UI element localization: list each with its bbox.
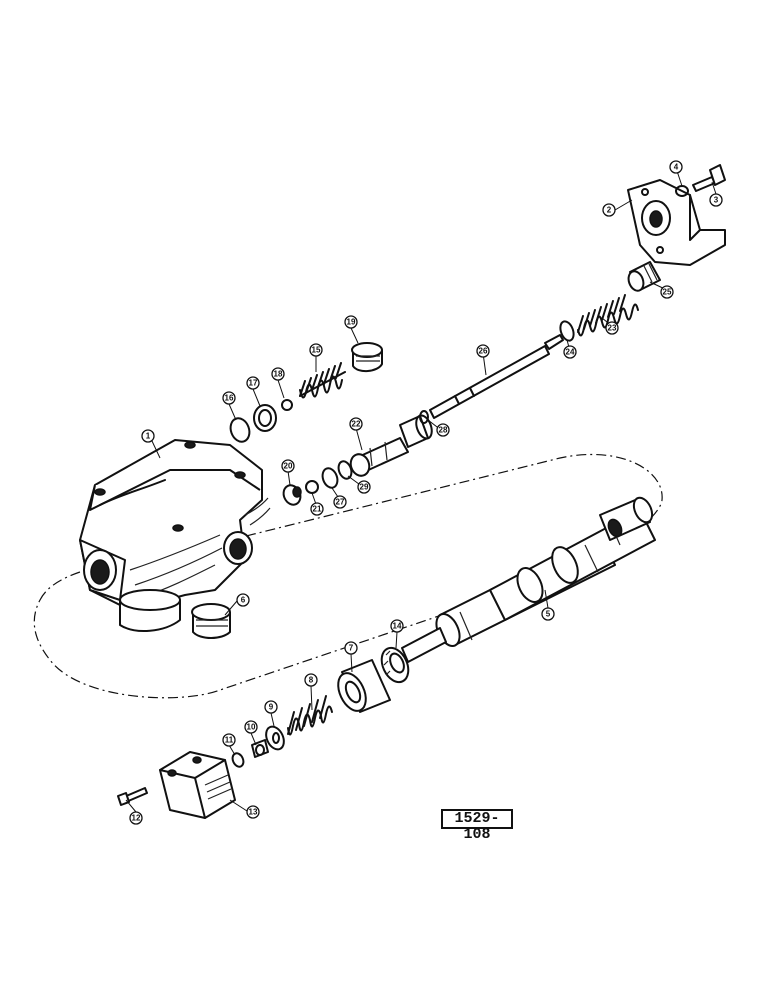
callout-2: 2 [602,203,616,217]
spring-15 [299,362,346,399]
svg-text:23: 23 [608,324,617,333]
callout-10: 10 [244,720,258,734]
callout-18: 18 [271,367,285,381]
svg-text:1: 1 [146,432,151,441]
bracket-2 [627,179,726,266]
figure-reference-number: 1529-108 [441,809,513,843]
svg-text:4: 4 [674,163,679,172]
end-cap-13 [159,751,236,819]
spring-23 [577,294,639,337]
svg-text:14: 14 [393,622,402,631]
fitting-25 [627,261,661,292]
callout-15: 15 [309,343,323,357]
callout-5: 5 [541,607,555,621]
sleeve-22 [349,414,433,477]
collar-7 [337,659,391,713]
callout-27: 27 [333,495,347,509]
svg-text:11: 11 [225,736,234,745]
callout-24: 24 [563,345,577,359]
svg-text:10: 10 [247,723,256,732]
rod-26 [429,334,564,419]
ring-24 [559,320,575,342]
svg-text:3: 3 [714,196,719,205]
svg-text:29: 29 [360,483,369,492]
svg-text:24: 24 [566,348,575,357]
ring-11 [231,752,245,768]
callout-28: 28 [436,423,450,437]
svg-text:15: 15 [312,346,321,355]
callout-3: 3 [709,193,723,207]
svg-text:5: 5 [546,610,551,619]
svg-text:2: 2 [607,206,612,215]
plug-6 [191,603,231,639]
svg-text:18: 18 [274,370,283,379]
seat-17 [253,404,277,432]
svg-text:26: 26 [479,347,488,356]
svg-text:28: 28 [439,426,448,435]
washer-9 [265,725,285,751]
ball-21 [305,480,319,494]
svg-text:21: 21 [313,505,322,514]
svg-text:20: 20 [284,462,293,471]
svg-text:22: 22 [352,420,361,429]
svg-text:12: 12 [132,814,141,823]
callout-16: 16 [222,391,236,405]
svg-text:13: 13 [249,808,258,817]
svg-text:6: 6 [241,596,246,605]
callout-1: 1 [141,429,155,443]
cap-19 [351,342,383,372]
svg-text:7: 7 [349,644,354,653]
ball-18 [281,399,293,411]
svg-text:19: 19 [347,318,356,327]
bolt-3 [692,164,726,192]
spool-5 [401,496,656,663]
svg-text:8: 8 [309,676,314,685]
callout-26: 26 [476,344,490,358]
callout-9: 9 [264,700,278,714]
svg-text:16: 16 [225,394,234,403]
callout-13: 13 [246,805,260,819]
ring-20 [282,484,302,506]
callout-7: 7 [344,641,358,655]
svg-text:27: 27 [336,498,345,507]
callout-14: 14 [390,619,404,633]
screw-12 [117,787,148,806]
callout-12: 12 [129,811,143,825]
ring-16 [229,417,251,443]
svg-text:25: 25 [663,288,672,297]
svg-text:9: 9 [269,703,274,712]
callout-25: 25 [660,285,674,299]
callout-29: 29 [357,480,371,494]
nut-10 [251,739,269,758]
spring-8 [287,695,333,736]
callout-6: 6 [236,593,250,607]
ring-27 [321,467,339,489]
callout-22: 22 [349,417,363,431]
callout-8: 8 [304,673,318,687]
callout-11: 11 [222,733,236,747]
seal-14 [380,646,410,684]
callout-17: 17 [246,376,260,390]
callout-19: 19 [344,315,358,329]
callout-20: 20 [281,459,295,473]
callout-23: 23 [605,321,619,335]
callout-4: 4 [669,160,683,174]
callout-21: 21 [310,502,324,516]
ring-28 [419,410,429,424]
svg-text:17: 17 [249,379,258,388]
valve-body [79,439,271,632]
